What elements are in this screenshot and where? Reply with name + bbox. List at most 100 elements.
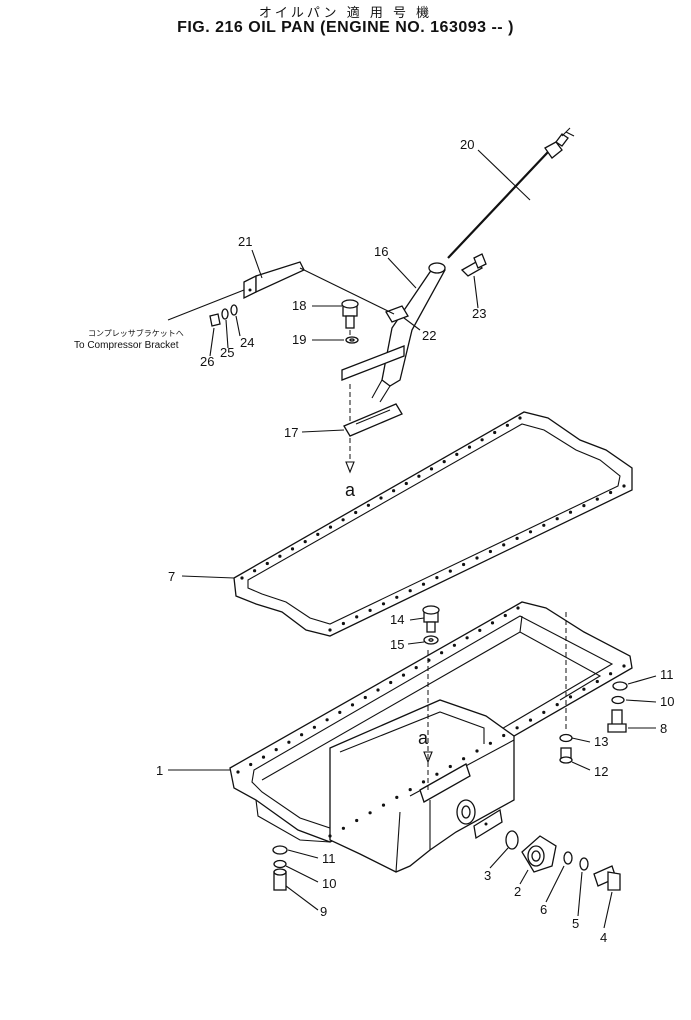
drain-plug-2 <box>521 835 557 873</box>
bolt-hole <box>455 452 459 456</box>
bolt-hole <box>341 826 345 830</box>
washer-5 <box>579 857 589 871</box>
callout-18: 18 <box>292 298 306 313</box>
bolt-9 <box>273 868 287 891</box>
bolt-hole <box>316 532 320 537</box>
bolt-4 <box>593 865 621 891</box>
callout-9: 9 <box>320 904 327 919</box>
bolt-hole <box>341 518 345 522</box>
bolt-hole <box>261 755 266 759</box>
bolt-hole <box>421 780 426 784</box>
reference-arrow-a-top: a <box>345 480 356 500</box>
bolt-hole <box>490 621 495 625</box>
callout-17: 17 <box>284 425 298 440</box>
callout-21: 21 <box>238 234 252 249</box>
bolt-hole <box>488 549 492 554</box>
bolt-hole <box>622 484 626 488</box>
bolt-hole <box>328 525 333 529</box>
washer-6 <box>563 851 573 865</box>
bolt-hole <box>404 481 408 486</box>
bolt-hole <box>609 490 613 495</box>
bolt-hole <box>253 569 257 573</box>
bolt-hole <box>528 530 533 534</box>
callout-1: 1 <box>156 763 163 778</box>
callout-24: 24 <box>240 335 254 350</box>
callout-11-left: 11 <box>322 851 336 866</box>
callout-14: 14 <box>390 612 404 627</box>
bolt-hole <box>542 523 546 527</box>
bolt-hole <box>505 423 509 427</box>
bolt-12 <box>559 747 573 764</box>
compressor-bracket-label-en: To Compressor Bracket <box>74 340 179 351</box>
callout-6: 6 <box>540 902 547 917</box>
bolt-hole <box>355 818 359 823</box>
callout-4: 4 <box>600 930 607 945</box>
bolt-hole <box>278 554 282 558</box>
bolt-hole <box>401 673 406 677</box>
washer-24 <box>230 304 238 316</box>
bolt-hole <box>265 561 269 566</box>
bolt-hole <box>555 517 559 521</box>
oil-pan-bolt-holes <box>236 606 626 838</box>
bolt-hole <box>389 680 393 685</box>
bolt-hole <box>368 811 372 815</box>
washer-10-right <box>611 695 625 705</box>
bolt-hole <box>408 788 412 792</box>
bolt-hole <box>516 606 520 610</box>
bolt-hole <box>421 582 426 586</box>
callout-20: 20 <box>460 137 474 152</box>
bolt-hole <box>568 510 573 514</box>
bolt-hole <box>435 576 439 580</box>
o-ring-3 <box>505 830 519 850</box>
bolt-hole <box>325 718 329 722</box>
gasket-bolt-holes <box>240 416 626 632</box>
callout-15: 15 <box>390 637 404 652</box>
bolt-hole <box>582 504 586 508</box>
washer-11-left <box>272 845 288 855</box>
bolt-hole <box>609 672 613 676</box>
bolt-hole <box>274 748 278 752</box>
bolt-hole <box>478 628 482 633</box>
bolt-hole <box>287 740 291 744</box>
washer-25 <box>221 308 229 320</box>
bolt-hole <box>595 679 599 684</box>
bolt-hole <box>480 438 484 442</box>
bolt-hole <box>240 576 244 580</box>
bolt-hole <box>465 636 469 640</box>
bolt-hole <box>381 602 386 606</box>
dipstick <box>447 127 575 259</box>
bolt-hole <box>368 608 372 613</box>
bolt-hole <box>467 445 472 449</box>
bolt-hole <box>502 543 506 547</box>
bolt-hole <box>503 613 507 618</box>
callout-7: 7 <box>168 569 175 584</box>
washer-13 <box>559 733 573 743</box>
bolt-hole <box>440 651 444 655</box>
bolt-hole <box>354 510 358 515</box>
bolt-hole <box>528 718 533 722</box>
bolt-hole <box>328 834 332 838</box>
callout-26: 26 <box>200 354 214 369</box>
bolt-hole <box>429 467 434 471</box>
bolt-hole <box>448 764 452 769</box>
gasket-7 <box>233 411 633 637</box>
callout-12: 12 <box>594 764 608 779</box>
callout-2: 2 <box>514 884 521 899</box>
bolt-hole <box>515 726 519 730</box>
bolt-hole <box>414 666 418 670</box>
bolt-hole <box>488 741 492 745</box>
bolt-hole <box>493 430 497 435</box>
bolt-hole <box>518 416 522 420</box>
callout-8: 8 <box>660 721 667 736</box>
bolt-hole <box>475 556 479 560</box>
bolt-hole <box>249 762 253 767</box>
bolt-hole <box>392 489 396 493</box>
bolt-hole <box>290 547 295 551</box>
bolt-8 <box>607 709 627 733</box>
washer-11-right <box>612 681 628 691</box>
callout-16: 16 <box>374 244 388 259</box>
reference-arrow-a-pan: a <box>418 728 429 748</box>
callout-5: 5 <box>572 916 579 931</box>
bolt-hole <box>395 595 399 599</box>
